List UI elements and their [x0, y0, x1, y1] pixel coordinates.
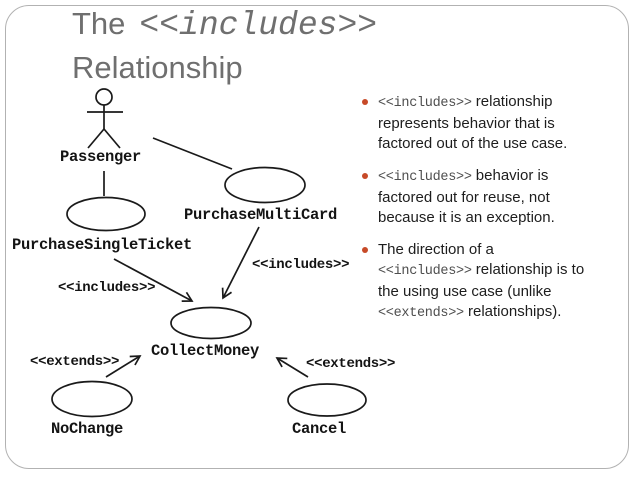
arrow-includes-from-single-ticket — [113, 258, 194, 302]
edge-label-extends-left: <<extends>> — [30, 354, 120, 370]
edge-label-extends-right: <<extends>> — [306, 356, 396, 372]
title-text-the: The — [72, 6, 126, 41]
edge-label-includes-left: <<includes>> — [58, 280, 156, 296]
includes-keyword: <<includes>> — [378, 96, 472, 111]
bullet-item-2: <<includes>> behavior is factored out fo… — [360, 166, 628, 228]
bullet-text-1: <<includes>> relationship represents beh… — [378, 93, 568, 152]
bullet-text-3: The direction of a <<includes>> relation… — [378, 241, 585, 321]
bullet-item-1: <<includes>> relationship represents beh… — [360, 92, 628, 154]
edge-passenger-to-purchasemulticard — [152, 137, 233, 170]
bullet-icon — [362, 247, 368, 253]
label-collect-money: CollectMoney — [151, 342, 260, 360]
label-purchase-single-ticket: PurchaseSingleTicket — [12, 236, 193, 254]
usecase-cancel-ellipse — [287, 383, 367, 417]
usecase-no-change-ellipse — [51, 380, 133, 418]
arrow-includes-from-multi-card — [221, 226, 260, 300]
bullet-item-3: The direction of a <<includes>> relation… — [360, 240, 628, 324]
arrow-extends-from-cancel — [275, 357, 309, 378]
bullet-list: <<includes>> relationship represents beh… — [360, 92, 628, 336]
extends-keyword: <<extends>> — [378, 306, 464, 321]
includes-keyword: <<includes>> — [378, 170, 472, 185]
page-title: The <<includes>> Relationship — [72, 3, 377, 89]
arrow-extends-from-no-change — [105, 355, 142, 378]
bullet-icon — [362, 99, 368, 105]
usecase-collect-money-ellipse — [170, 306, 252, 340]
edge-label-includes-right: <<includes>> — [252, 257, 350, 273]
title-line2: Relationship — [72, 50, 243, 85]
actor-icon — [87, 88, 123, 149]
slide-border — [5, 5, 629, 469]
label-no-change: NoChange — [51, 420, 124, 438]
includes-keyword: <<includes>> — [378, 264, 472, 279]
label-cancel: Cancel — [292, 420, 347, 438]
usecase-purchase-single-ticket-ellipse — [66, 196, 146, 232]
title-includes-keyword: <<includes>> — [139, 7, 378, 44]
label-actor-passenger: Passenger — [60, 148, 142, 166]
label-purchase-multi-card: PurchaseMultiCard — [184, 206, 338, 224]
title-line1: The <<includes>> — [72, 3, 377, 47]
bullet-icon — [362, 173, 368, 179]
usecase-purchase-multi-card-ellipse — [224, 166, 306, 204]
bullet-text-2: <<includes>> behavior is factored out fo… — [378, 167, 555, 226]
